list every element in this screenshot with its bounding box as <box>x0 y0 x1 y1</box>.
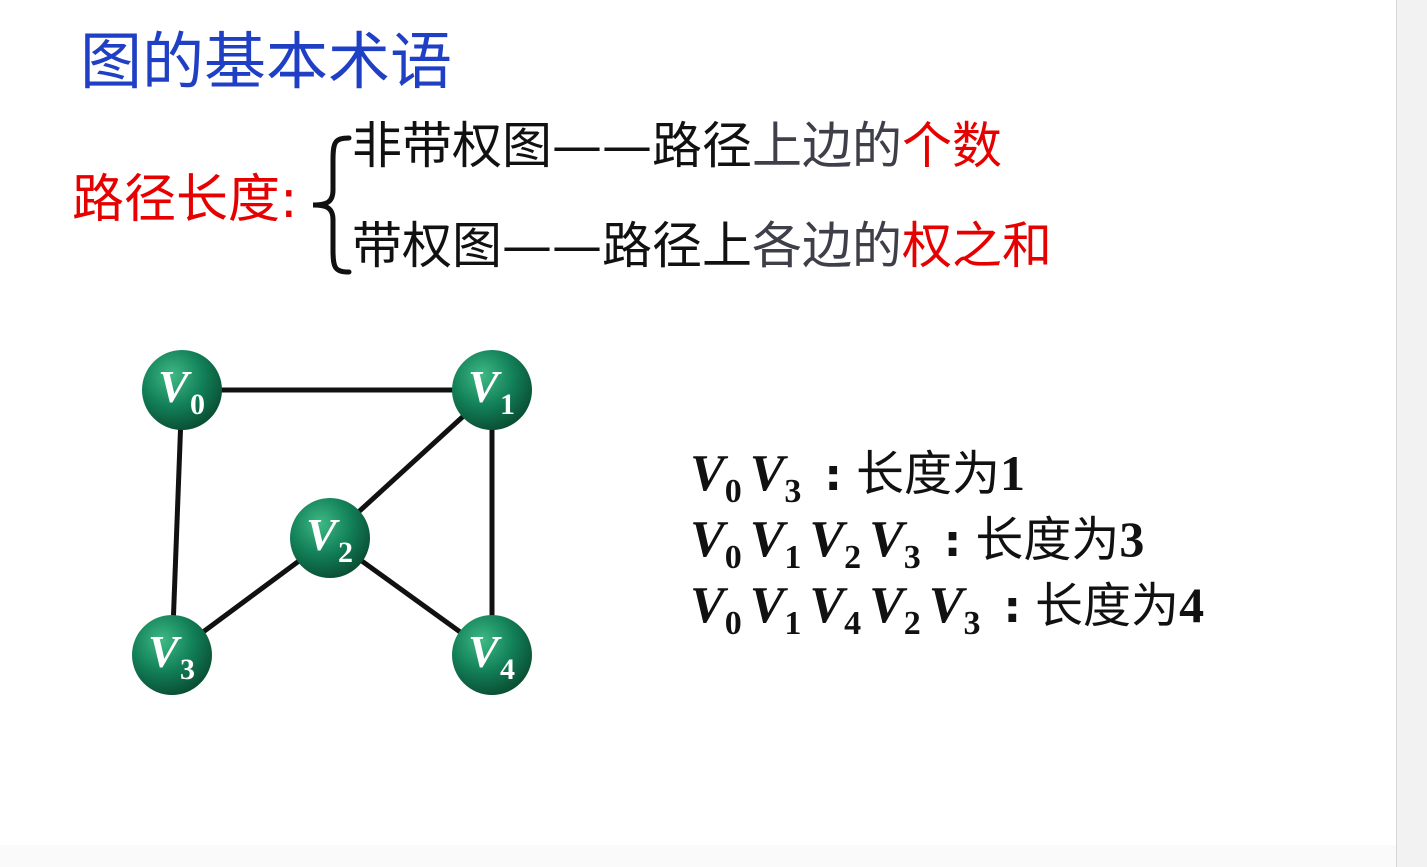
edge-v0-v3 <box>169 389 185 656</box>
definition-unweighted: 非带权图——路径上边的个数 <box>352 116 1002 176</box>
vertex-circle <box>132 615 212 695</box>
definition-unweighted-part2: 上边的 <box>752 117 902 175</box>
path-length-text: 长度为 <box>975 512 1120 568</box>
definition-weighted-part2: 各边的 <box>752 217 902 275</box>
path-colon: : <box>1003 582 1022 633</box>
definition-weighted: 带权图——路径上各边的权之和 <box>352 216 1052 276</box>
vertex-label: V <box>148 626 182 677</box>
path-length-value: 1 <box>1000 445 1025 501</box>
vertex-circle <box>452 350 532 430</box>
definition-weighted-part3: 权之和 <box>902 217 1052 275</box>
definition-weighted-part1: 带权图——路径上 <box>352 217 752 275</box>
path-vertex: V0 <box>690 577 742 642</box>
curly-brace <box>312 135 352 275</box>
path-length-value: 3 <box>1119 511 1145 567</box>
path-vertex: V4 <box>809 577 862 642</box>
path-vertex: V3 <box>928 577 981 642</box>
path-vertex: V1 <box>749 511 802 576</box>
path-colon: : <box>824 450 842 501</box>
vertex-circle <box>142 350 222 430</box>
path-vertex: V2 <box>809 511 862 576</box>
vertex-subscript: 1 <box>500 388 515 421</box>
path-length-value: 4 <box>1179 577 1205 633</box>
slide-title: 图的基本术语 <box>80 25 453 98</box>
path-length-text: 长度为 <box>1035 578 1180 634</box>
path-vertex: V3 <box>869 511 921 576</box>
vertex-circle <box>290 498 370 578</box>
path-length-label: 路径长度: <box>72 170 298 230</box>
vertex-subscript: 3 <box>180 653 195 686</box>
vertex-subscript: 4 <box>500 653 515 686</box>
vertex-label: V <box>468 626 502 677</box>
path-vertex: V1 <box>749 577 802 642</box>
bottom-toolbar-strip <box>0 845 1396 867</box>
path-vertex: V0 <box>690 511 742 576</box>
path-colon: : <box>943 516 962 567</box>
right-scroll-strip[interactable] <box>1396 0 1427 867</box>
path-length-text: 长度为 <box>855 446 1000 502</box>
vertex-subscript: 0 <box>190 388 205 421</box>
definition-unweighted-part3: 个数 <box>902 117 1002 175</box>
vertex-subscript: 2 <box>338 536 353 569</box>
vertex-label: V <box>306 509 340 560</box>
definition-unweighted-part1: 非带权图——路径 <box>352 117 752 175</box>
vertex-label: V <box>468 361 502 412</box>
path-vertex: V2 <box>869 577 921 642</box>
path-vertex: V3 <box>749 445 802 510</box>
path-vertex: V0 <box>690 445 742 510</box>
vertex-circle <box>452 615 532 695</box>
vertex-label: V <box>158 361 192 412</box>
